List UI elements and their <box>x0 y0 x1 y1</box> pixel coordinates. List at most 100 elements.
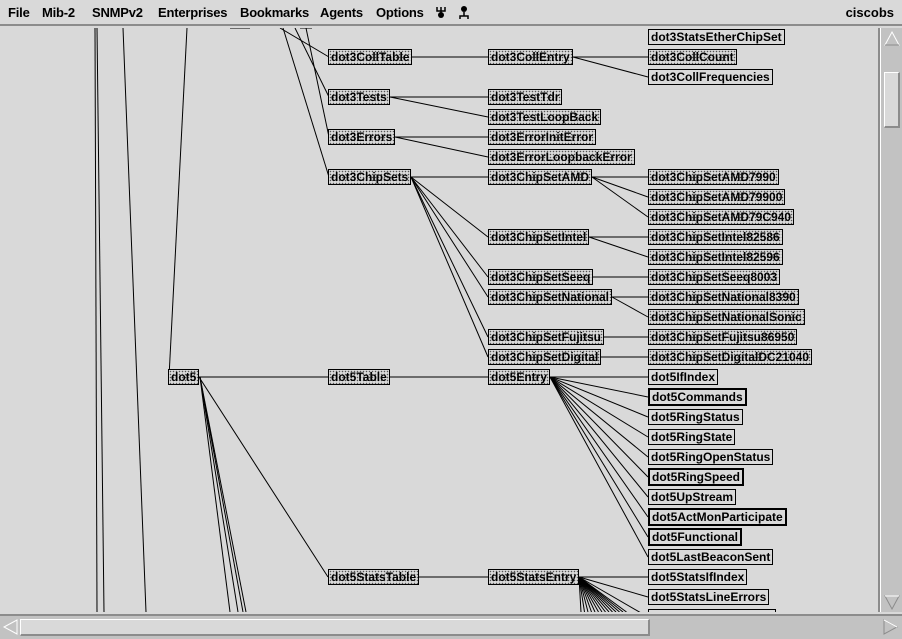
tree-edge <box>549 376 649 398</box>
tree-node-dot5IfIndex[interactable]: dot5IfIndex <box>648 369 719 385</box>
tree-edge-offscreen <box>168 28 188 378</box>
tree-node-dot3ChipSetNational8390[interactable]: dot3ChipSetNational8390 <box>648 289 799 305</box>
tree-node-dot3ChipSetNational[interactable]: dot3ChipSetNational <box>488 289 613 305</box>
tree-node-dot5Table[interactable]: dot5Table <box>328 369 390 385</box>
tree-node-dot3ChipSetIntel[interactable]: dot3ChipSetIntel <box>488 229 590 245</box>
tree-node-dot3ErrorInitError[interactable]: dot3ErrorInitError <box>488 129 597 145</box>
horizontal-scrollbar[interactable] <box>0 614 902 639</box>
tree-up-icon[interactable] <box>434 4 448 21</box>
tree-edge-offscreen <box>578 576 596 612</box>
tree-edge <box>549 376 649 418</box>
tree-node-dot3ChipSetSeeq8003[interactable]: dot3ChipSetSeeq8003 <box>648 269 781 285</box>
tree-node-dot3ChipSetFujitsu86950[interactable]: dot3ChipSetFujitsu86950 <box>648 329 798 345</box>
tree-edge <box>549 376 649 538</box>
menu-mib-2[interactable]: Mib-2 <box>42 5 75 20</box>
tree-node-dot5ActMonParticipate[interactable]: dot5ActMonParticipate <box>648 508 787 526</box>
tree-node-dot5RingState[interactable]: dot5RingState <box>648 429 736 445</box>
tree-edge-offscreen <box>282 28 330 178</box>
tree-edge <box>410 176 489 238</box>
menu-file[interactable]: File <box>8 5 30 20</box>
tree-node-dot3CollFrequencies[interactable]: dot3CollFrequencies <box>648 69 773 85</box>
tree-node-dot5StatsBurstErrors[interactable]: dot5StatsBurstErrors <box>648 609 777 612</box>
scroll-left-arrow-icon[interactable] <box>2 619 18 635</box>
tree-node-dot3ChipSetAMD7990[interactable]: dot3ChipSetAMD7990 <box>648 169 779 185</box>
tree-node-dot5Commands[interactable]: dot5Commands <box>648 388 747 406</box>
tree-node-dot3CollCount[interactable]: dot3CollCount <box>648 49 737 65</box>
tree-edge-offscreen <box>294 28 330 98</box>
tree-node-dot3ChipSetFujitsu[interactable]: dot3ChipSetFujitsu <box>488 329 604 345</box>
agent-name: ciscobs <box>845 5 894 20</box>
tree-node-dot3ErrorLoopbackError[interactable]: dot3ErrorLoopbackError <box>488 149 635 165</box>
tree-edge <box>549 376 649 518</box>
horizontal-scroll-thumb[interactable] <box>20 619 650 636</box>
tree-node-dot3TestTdr[interactable]: dot3TestTdr <box>488 89 563 105</box>
tree-edge-offscreen <box>122 28 147 612</box>
tree-node-dot3ChipSetIntel82586[interactable]: dot3ChipSetIntel82586 <box>648 229 783 245</box>
tree-edge <box>549 376 649 498</box>
menu-enterprises[interactable]: Enterprises <box>158 5 228 20</box>
tree-node-dot5Functional[interactable]: dot5Functional <box>648 528 742 546</box>
tree-edge <box>588 236 649 258</box>
tree-edge-offscreen <box>578 576 627 612</box>
tree-node-dot3Errors[interactable]: dot3Errors <box>328 129 396 145</box>
tree-node-dot5RingOpenStatus[interactable]: dot5RingOpenStatus <box>648 449 774 465</box>
tree-node-dot5UpStream[interactable]: dot5UpStream <box>648 489 737 505</box>
tree-node-dot5StatsIfIndex[interactable]: dot5StatsIfIndex <box>648 569 748 585</box>
tree-edge-offscreen <box>578 576 585 612</box>
tree-edge <box>578 576 641 612</box>
tree-node-dot3ChipSetAMD[interactable]: dot3ChipSetAMD <box>488 169 592 185</box>
tree-node-dot3StatsEtherChipSet[interactable]: dot3StatsEtherChipSet <box>648 29 785 45</box>
tree-node-dot3ChipSetDigitalDC21040[interactable]: dot3ChipSetDigitalDC21040 <box>648 349 813 365</box>
tree-node-dot3ChipSets[interactable]: dot3ChipSets <box>328 169 412 185</box>
tree-node-dot5RingStatus[interactable]: dot5RingStatus <box>648 409 743 425</box>
tree-node-dot5[interactable]: dot5 <box>168 369 200 385</box>
tree-edge-offscreen <box>199 376 231 612</box>
menu-bar: File Mib-2 SNMPv2 Enterprises Bookmarks … <box>0 0 902 26</box>
menu-snmpv2[interactable]: SNMPv2 <box>92 5 143 20</box>
tree-node-dot5StatsEntry[interactable]: dot5StatsEntry <box>488 569 580 585</box>
tree-edge <box>198 376 329 578</box>
tree-edge <box>591 176 649 218</box>
tree-node-dot3ChipSetNationalSonic[interactable]: dot3ChipSetNationalSonic <box>648 309 805 325</box>
tree-node-dot3Tests[interactable]: dot3Tests <box>328 89 390 105</box>
scroll-up-arrow-icon[interactable] <box>884 30 900 46</box>
tree-node-dot3TestLoopBack[interactable]: dot3TestLoopBack <box>488 109 602 125</box>
tree-node-dot3CollEntry[interactable]: dot3CollEntry <box>488 49 573 65</box>
menu-options[interactable]: Options <box>376 5 424 20</box>
scroll-down-arrow-icon[interactable] <box>884 594 900 610</box>
tree-node-dot5StatsLineErrors[interactable]: dot5StatsLineErrors <box>648 589 770 605</box>
tree-node-dot3ChipSetIntel82596[interactable]: dot3ChipSetIntel82596 <box>648 249 783 265</box>
tree-edge <box>410 176 489 298</box>
tree-edge <box>549 376 649 438</box>
tree-node-dot5RingSpeed[interactable]: dot5RingSpeed <box>648 468 745 486</box>
tree-edge-offscreen <box>96 28 105 612</box>
tree-node-dot3ChipSetAMD79900[interactable]: dot3ChipSetAMD79900 <box>648 189 786 205</box>
tree-edge-offscreen <box>305 28 330 138</box>
tree-node-dot5StatsTable[interactable]: dot5StatsTable <box>328 569 420 585</box>
tree-edge <box>410 176 489 338</box>
tree-node-dot3ChipSetDigital[interactable]: dot3ChipSetDigital <box>488 349 602 365</box>
tree-edge <box>410 176 489 278</box>
tree-edge <box>389 96 489 118</box>
vertical-scroll-thumb[interactable] <box>884 72 900 129</box>
tree-down-icon[interactable] <box>457 4 471 21</box>
tree-edge <box>549 376 649 558</box>
mib-tree-canvas[interactable]: dot3StatsEtherChipSet dot3CollTable dot3Co… <box>0 28 880 612</box>
scroll-right-arrow-icon[interactable] <box>882 619 898 635</box>
tree-node-dot3CollTable[interactable]: dot3CollTable <box>328 49 413 65</box>
tree-edge-offscreen <box>94 28 98 612</box>
tree-edge <box>591 176 649 198</box>
tree-edge <box>549 376 649 458</box>
vertical-scrollbar[interactable] <box>880 28 902 612</box>
tree-node-dot3ChipSetAMD79C940[interactable]: dot3ChipSetAMD79C940 <box>648 209 795 225</box>
tree-edge-offscreen <box>199 376 239 612</box>
tree-node-dot5Entry[interactable]: dot5Entry <box>488 369 551 385</box>
tree-edge <box>611 296 649 318</box>
tree-node-dot3ChipSetSeeq[interactable]: dot3ChipSetSeeq <box>488 269 594 285</box>
tree-edge <box>572 56 649 78</box>
tree-edge-offscreen <box>279 28 330 58</box>
menu-agents[interactable]: Agents <box>320 5 363 20</box>
tree-node-dot5LastBeaconSent[interactable]: dot5LastBeaconSent <box>648 549 774 565</box>
tree-edge-offscreen <box>199 376 247 612</box>
menu-bookmarks[interactable]: Bookmarks <box>240 5 310 20</box>
